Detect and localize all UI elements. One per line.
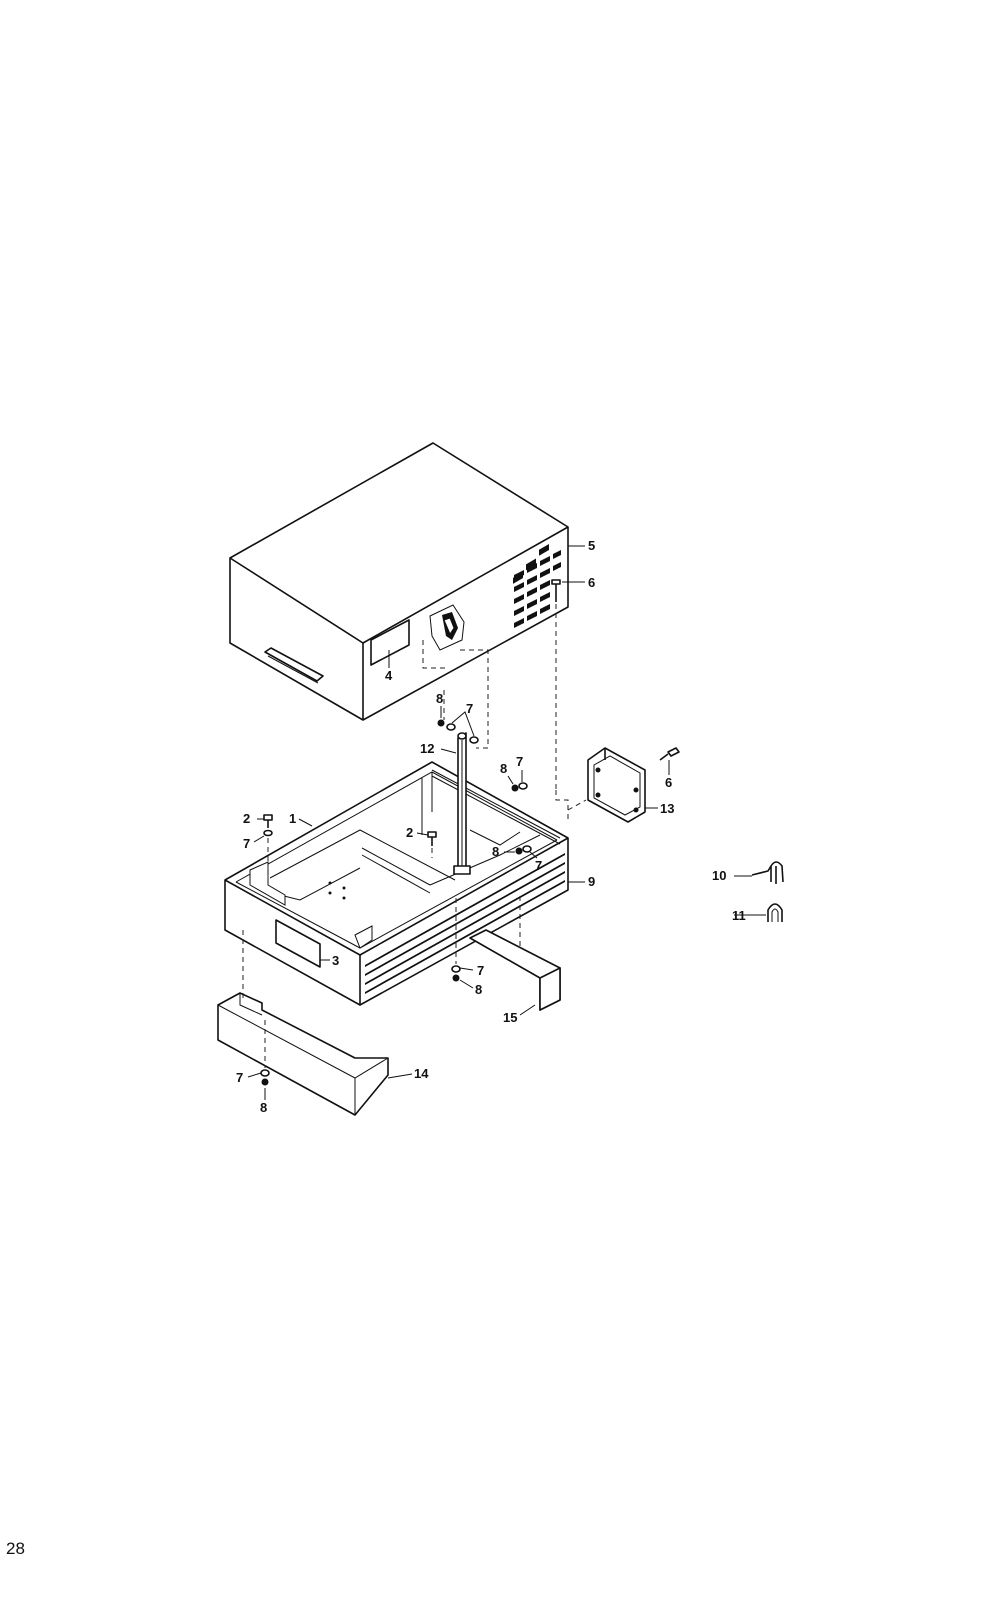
foot-bracket-rear <box>469 929 561 1011</box>
top-cover <box>229 442 569 721</box>
callout-7-right: 7 <box>535 858 542 873</box>
support-rod <box>453 732 471 875</box>
callout-7-top: 7 <box>466 701 473 716</box>
callout-13: 13 <box>660 801 674 816</box>
screws-washers-nuts <box>260 719 532 1086</box>
callout-7-left: 7 <box>243 836 250 851</box>
assembly-lines <box>242 604 587 1068</box>
callout-labels: 5 6 4 8 7 12 8 7 6 13 2 1 7 2 8 7 9 10 1… <box>236 538 746 1115</box>
callout-2-left: 2 <box>243 811 250 826</box>
callout-4: 4 <box>385 668 393 683</box>
callout-9: 9 <box>588 874 595 889</box>
callout-15: 15 <box>503 1010 517 1025</box>
callout-2-inner: 2 <box>406 825 413 840</box>
foot-bracket-front <box>217 992 389 1116</box>
cable-clip <box>751 861 784 884</box>
callout-6-cover: 6 <box>588 575 595 590</box>
callout-8-right: 8 <box>492 844 499 859</box>
callout-11: 11 <box>732 908 746 923</box>
callout-7-mid: 7 <box>516 754 523 769</box>
callout-8-top: 8 <box>436 691 443 706</box>
callout-12: 12 <box>420 741 434 756</box>
callout-1: 1 <box>289 811 296 826</box>
callout-8-foot: 8 <box>260 1100 267 1115</box>
mounting-bracket <box>587 747 680 823</box>
callout-8-mid: 8 <box>500 761 507 776</box>
chassis-base <box>224 761 569 1006</box>
callout-7-foot: 7 <box>236 1070 243 1085</box>
leader-lines <box>247 545 766 1100</box>
grommet <box>767 903 783 922</box>
callout-5: 5 <box>588 538 595 553</box>
callout-10: 10 <box>712 868 726 883</box>
callout-6-bracket: 6 <box>665 775 672 790</box>
page-number: 28 <box>6 1539 25 1558</box>
callout-7-bottom: 7 <box>477 963 484 978</box>
callout-14: 14 <box>414 1066 429 1081</box>
callout-3: 3 <box>332 953 339 968</box>
callout-8-bottom: 8 <box>475 982 482 997</box>
